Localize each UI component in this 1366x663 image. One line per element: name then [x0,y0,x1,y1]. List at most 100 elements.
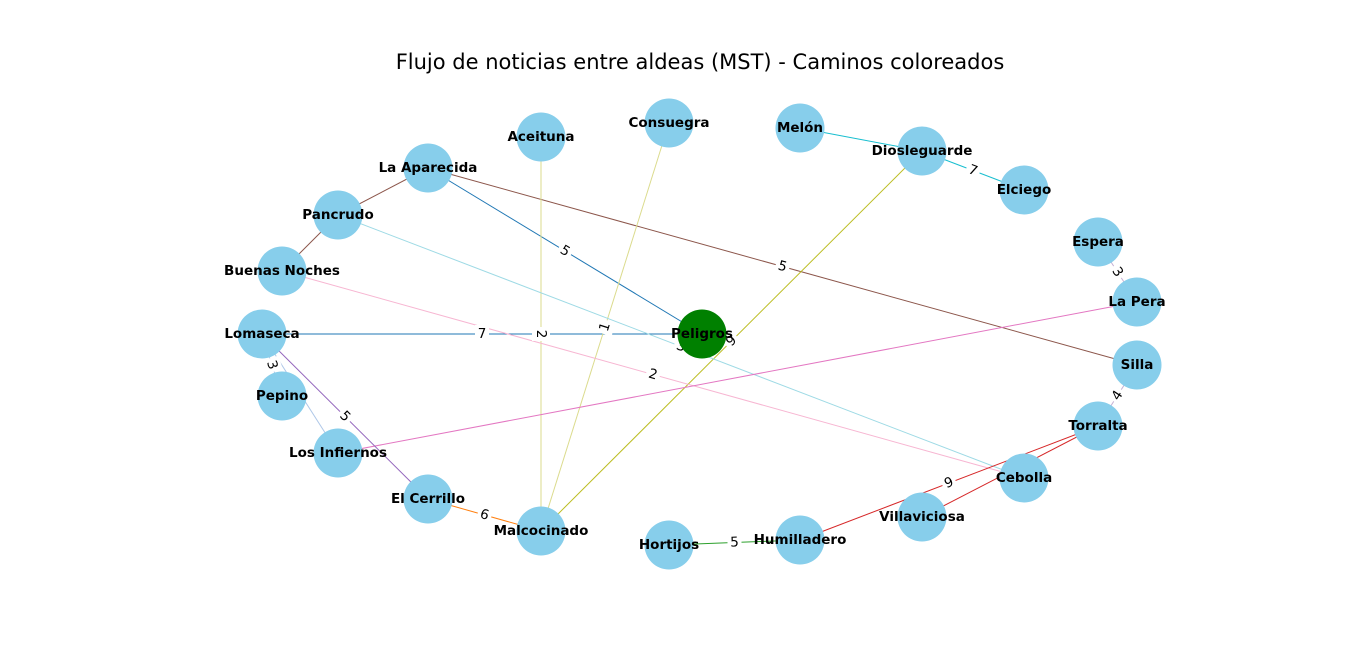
node-circle [999,165,1049,215]
node-circle [1112,340,1162,390]
node-circle [775,515,825,565]
edge-weight-label: 5 [727,533,742,552]
edge-weight-label: 2 [643,363,663,386]
node-espera [1073,217,1123,267]
node-circle [257,246,307,296]
node-elciego [999,165,1049,215]
node-label-melon: Melón [777,120,823,136]
edge-weight-label: 2 [532,327,550,341]
node-circle [403,474,453,524]
edge-weight-label: 5 [773,255,792,278]
edge-weight-text: 5 [730,534,739,550]
edge-weight-label: 3 [1106,261,1129,283]
node-elcerrillo [403,474,453,524]
node-circle [644,520,694,570]
node-label-diosleguarde: Diosleguarde [872,143,973,159]
node-circle [403,143,453,193]
node-laaparecida [403,143,453,193]
edge-weight-bg [1106,261,1129,283]
edge-weight-label: 4 [1106,384,1129,407]
node-label-peligros: Peligros [671,326,733,342]
node-cebolla [999,453,1049,503]
node-melon [775,103,825,153]
node-circle [897,492,947,542]
node-label-losinfiernos: Los Infiernos [289,445,387,461]
edge-weight-bg [643,363,663,386]
node-label-laaparecida: La Aparecida [379,160,478,176]
edge-weight-text: 6 [478,506,491,524]
node-label-aceituna: Aceituna [507,129,574,145]
node-pancrudo [313,190,363,240]
node-villaviciosa [897,492,947,542]
node-humilladero [775,515,825,565]
node-label-hortijos: Hortijos [639,537,699,553]
edge-weight-bg [963,159,983,182]
edge-weight-label: 3 [261,355,283,375]
node-label-espera: Espera [1072,234,1124,250]
node-circle [1112,277,1162,327]
node-label-humilladero: Humilladero [754,532,847,548]
edge-weight-label: 7 [475,325,489,343]
node-label-torralta: Torralta [1068,418,1127,434]
node-hortijos [644,520,694,570]
node-label-consuegra: Consuegra [628,115,709,131]
node-circle [677,309,727,359]
node-silla [1112,340,1162,390]
figure-title: Flujo de noticias entre aldeas (MST) - C… [395,50,1005,74]
edge-weight-bg [727,533,742,552]
edge-weight-text: 2 [647,366,660,384]
edge-weight-label: 9 [939,472,959,494]
node-label-lapera: La Pera [1108,294,1165,310]
node-losinfiernos [313,428,363,478]
node-label-elciego: Elciego [997,182,1052,198]
node-circle [257,371,307,421]
node-circle [237,309,287,359]
node-circle [1073,217,1123,267]
node-label-cebolla: Cebolla [996,470,1052,486]
node-label-pepino: Pepino [256,388,308,404]
node-label-silla: Silla [1121,357,1154,373]
node-malcocinado [516,506,566,556]
node-label-lomaseca: Lomaseca [224,326,299,342]
edge-weight-text: 5 [776,258,789,276]
edge-weight-bg [1106,384,1129,407]
edge-weight-bg [261,355,283,375]
edge-weight-bg [475,325,489,343]
node-label-villaviciosa: Villaviciosa [879,509,965,525]
node-circle [516,112,566,162]
node-circle [644,98,694,148]
node-label-buenasnoches: Buenas Noches [224,263,340,279]
node-peligros [677,309,727,359]
edge-weight-bg [475,504,494,526]
edge-weight-bg [939,472,959,494]
node-aceituna [516,112,566,162]
node-consuegra [644,98,694,148]
node-circle [775,103,825,153]
edge-weight-label: 5 [554,239,576,263]
node-circle [313,428,363,478]
node-circle [313,190,363,240]
edge-weight-bg [554,239,576,263]
edge-weight-label: 1 [594,317,616,337]
edge-weight-bg [532,327,550,341]
node-label-pancrudo: Pancrudo [302,207,373,223]
node-label-malcocinado: Malcocinado [494,523,589,539]
node-circle [1073,401,1123,451]
node-lomaseca [237,309,287,359]
edge-weight-bg [594,317,616,337]
node-circle [897,126,947,176]
edge-weight-label: 6 [475,504,494,526]
node-pepino [257,371,307,421]
edge-weight-text: 7 [478,326,487,342]
node-diosleguarde [897,126,947,176]
node-buenasnoches [257,246,307,296]
edge-losinfiernos-lapera [337,301,1138,454]
node-torralta [1073,401,1123,451]
edge-weight-bg [773,255,792,278]
node-circle [516,506,566,556]
node-circle [999,453,1049,503]
edge-weight-text: 2 [533,330,549,339]
node-label-elcerrillo: El Cerrillo [391,491,465,507]
nodes-layer: Peligros Aceituna Consuegra MelónDiosleguar… [224,98,1166,570]
